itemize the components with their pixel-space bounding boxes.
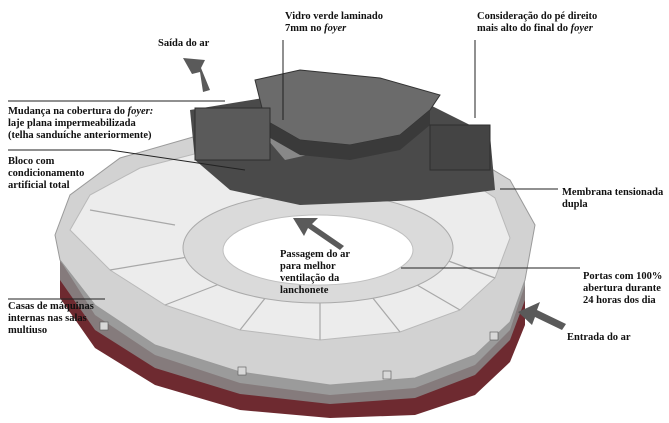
casas-line: multiuso xyxy=(8,325,94,337)
entry-air-arrow xyxy=(518,302,566,330)
foyer-roof-front xyxy=(265,110,430,160)
portas-line: abertura durante xyxy=(583,283,662,295)
vidro-text: foyer xyxy=(324,23,347,34)
casas-line: internas nas salas xyxy=(8,313,94,325)
passagem-line: ventilação da xyxy=(280,273,350,285)
bloco-line: condicionamento xyxy=(8,168,84,180)
portas-text: Portas com 100% xyxy=(583,271,663,282)
wall-openings xyxy=(99,321,499,380)
arrows xyxy=(183,58,566,330)
passagem-text: lanchonete xyxy=(280,285,329,296)
consideracao-line: mais alto do final do foyer xyxy=(477,23,597,35)
consideracao-text: mais alto do final do xyxy=(477,23,571,34)
entrada-text: Entrada do ar xyxy=(567,332,631,343)
saida-line: Saída do ar xyxy=(158,38,209,50)
inner-courtyard xyxy=(182,192,454,304)
mudanca-text: Mudança na cobertura do xyxy=(8,106,128,117)
passagem-text: ventilação da xyxy=(280,273,340,284)
consideracao-text: Consideração do pé direito xyxy=(477,11,598,22)
portas-text: 24 horas dos dia xyxy=(583,295,656,306)
consideracao-text: foyer xyxy=(570,23,593,34)
label-saida: Saída do ar xyxy=(158,38,209,50)
passage-air-arrow xyxy=(293,218,344,250)
vidro-text: 7mm no xyxy=(285,23,325,34)
foyer-right-block xyxy=(429,124,491,171)
saida-text: Saída do ar xyxy=(158,38,210,49)
mudanca-text: (telha sanduíche anteriormente) xyxy=(8,130,152,141)
membrana-text: dupla xyxy=(562,199,588,210)
mudanca-line: Mudança na cobertura do foyer: xyxy=(8,106,153,118)
passagem-line: Passagem do ar xyxy=(280,249,350,261)
membrana-text: Membrana tensionada xyxy=(562,187,664,198)
portas-line: Portas com 100% xyxy=(583,271,662,283)
membrana-line: dupla xyxy=(562,199,663,211)
courtyard-opening xyxy=(222,214,414,286)
ring-outer-wall-shade xyxy=(60,255,525,404)
mudanca-line: laje plana impermeabilizada xyxy=(8,118,153,130)
consideracao-line: Consideração do pé direito xyxy=(477,11,597,23)
passagem-text: Passagem do ar xyxy=(280,249,350,260)
vidro-line: 7mm no foyer xyxy=(285,23,383,35)
mudanca-text: foyer: xyxy=(127,106,154,117)
mudanca-line: (telha sanduíche anteriormente) xyxy=(8,130,153,142)
ring-outer-wall xyxy=(60,260,525,418)
vidro-text: Vidro verde laminado xyxy=(285,11,384,22)
label-mudanca: Mudança na cobertura do foyer:laje plana… xyxy=(8,106,153,142)
bloco-text: condicionamento xyxy=(8,168,85,179)
membrana-line: Membrana tensionada xyxy=(562,187,663,199)
foyer-block xyxy=(190,69,495,205)
foyer-left-block xyxy=(194,107,271,161)
portas-text: abertura durante xyxy=(583,283,661,294)
exit-air-arrow xyxy=(183,58,210,92)
vidro-line: Vidro verde laminado xyxy=(285,11,383,23)
casas-text: Casas de máquinas xyxy=(8,301,94,312)
mudanca-text: laje plana impermeabilizada xyxy=(8,118,136,129)
bloco-text: artificial total xyxy=(8,180,70,191)
label-entrada: Entrada do ar xyxy=(567,332,631,344)
portas-line: 24 horas dos dia xyxy=(583,295,662,307)
entrada-line: Entrada do ar xyxy=(567,332,631,344)
casas-text: multiuso xyxy=(8,325,48,336)
leader-lines xyxy=(8,40,580,300)
passagem-text: para melhor xyxy=(280,261,336,272)
casas-line: Casas de máquinas xyxy=(8,301,94,313)
casas-text: internas nas salas xyxy=(8,313,87,324)
passagem-line: lanchonete xyxy=(280,285,350,297)
bloco-text: Bloco com xyxy=(8,156,55,167)
passagem-line: para melhor xyxy=(280,261,350,273)
bloco-line: Bloco com xyxy=(8,156,84,168)
bloco-line: artificial total xyxy=(8,180,84,192)
